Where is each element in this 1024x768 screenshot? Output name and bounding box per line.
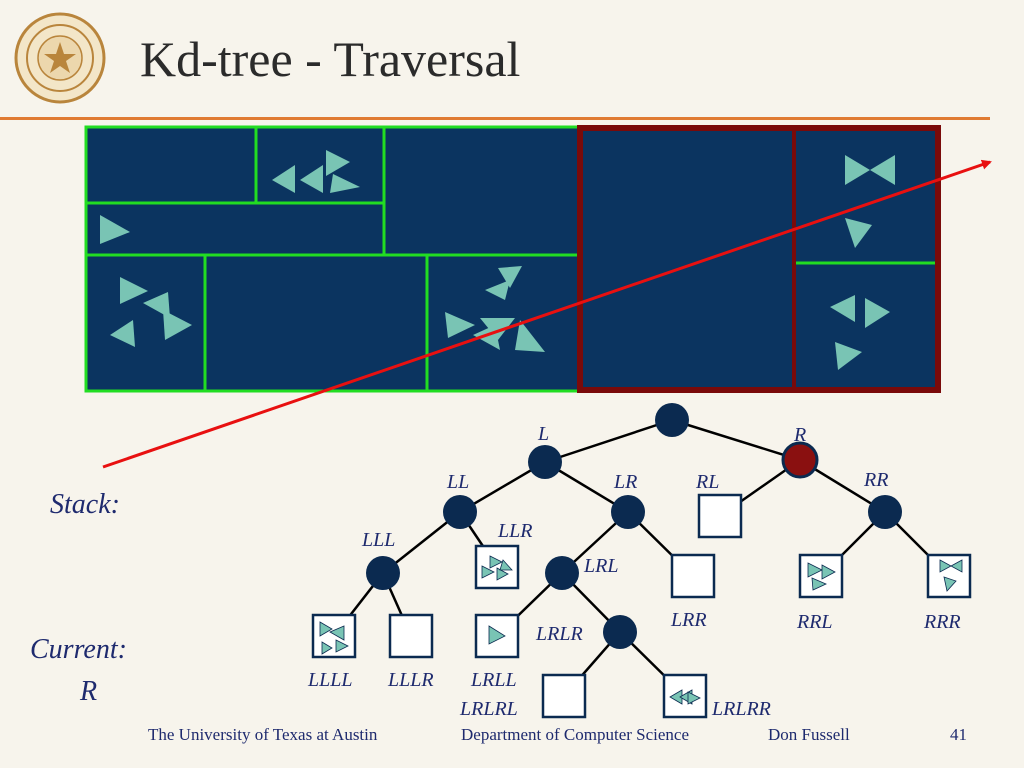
footer-department: Department of Computer Science	[461, 725, 690, 744]
current-value: R	[80, 676, 98, 707]
tree-node-lrl	[545, 556, 579, 590]
label-l: L	[537, 423, 549, 445]
split-lines	[86, 127, 936, 391]
footer-university: The University of Texas at Austin	[148, 725, 378, 744]
label-lll: LLL	[361, 529, 395, 551]
tree-node-lrlr	[603, 615, 637, 649]
footer-author: Don Fussell	[768, 725, 850, 744]
label-rrr: RRR	[923, 611, 961, 633]
current-label: Current:	[30, 634, 127, 665]
tree-node-rr	[868, 495, 902, 529]
leaf-lllr	[388, 613, 434, 659]
tree-leaves	[311, 493, 972, 719]
label-lrl: LRL	[583, 555, 618, 577]
leaf-rrr	[926, 553, 972, 599]
leaf-triangles	[319, 555, 963, 705]
label-llr: LLR	[497, 520, 532, 542]
ray-arrow	[102, 159, 992, 469]
label-rrl: RRL	[796, 611, 833, 633]
tree-node-l	[528, 445, 562, 479]
label-llll: LLLL	[307, 669, 353, 691]
label-ll: LL	[446, 471, 469, 493]
label-lrr: LRR	[670, 609, 707, 631]
university-seal-logo	[14, 12, 106, 104]
footer-page-number: 41	[950, 725, 967, 744]
scene-bounds	[84, 125, 941, 393]
leaf-rl	[697, 493, 743, 539]
stack-label: Stack:	[50, 489, 120, 520]
label-lrll: LRLL	[470, 669, 517, 691]
tree-labels: L R LL LR RL RR LLL LLR LRL LRR RRL RRR …	[307, 423, 961, 720]
tree-node-root	[655, 403, 689, 437]
leaf-lrlrl	[541, 673, 587, 719]
label-lrlrl: LRLRL	[459, 698, 518, 720]
scene-triangles	[100, 150, 895, 370]
leaf-lrr	[670, 553, 716, 599]
tree-node-lr	[611, 495, 645, 529]
title-underline	[0, 117, 990, 120]
current-cell-highlight	[577, 125, 941, 393]
tree-node-r-current	[781, 441, 819, 479]
slide-title: Kd-tree - Traversal	[140, 31, 521, 87]
tree-node-lll	[366, 556, 400, 590]
label-lr: LR	[613, 471, 637, 493]
label-lrlr: LRLR	[535, 623, 583, 645]
leaf-rrl	[798, 553, 844, 599]
leaf-llll	[311, 613, 357, 659]
space-partition-panel	[84, 125, 941, 393]
tree-node-ll	[443, 495, 477, 529]
label-rl: RL	[695, 471, 719, 493]
label-lrlrr: LRLRR	[711, 698, 771, 720]
leaf-llr	[474, 544, 520, 590]
label-r: R	[793, 424, 806, 446]
label-rr: RR	[863, 469, 888, 491]
label-lllr: LLLR	[387, 669, 434, 691]
